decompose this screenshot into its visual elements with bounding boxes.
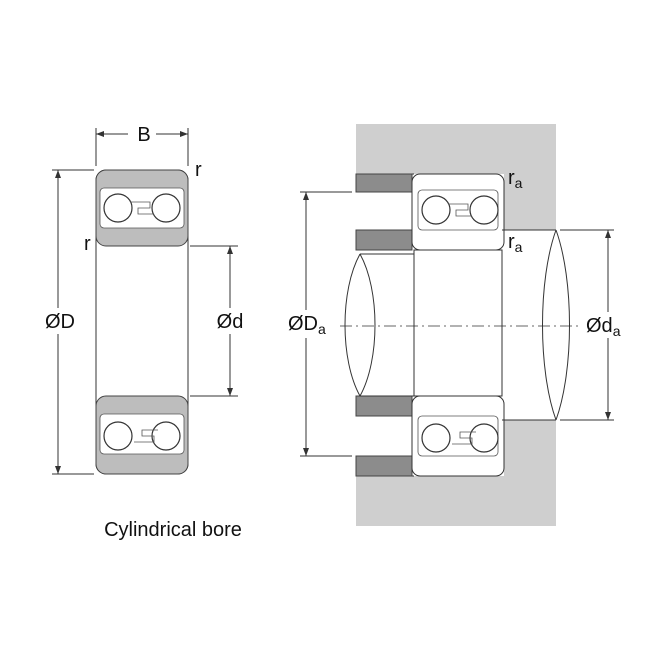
mounted-bearing-bottom — [411, 395, 505, 477]
housing-diameter-dimension: ØDa — [284, 191, 352, 457]
right-mounting-view — [340, 124, 590, 526]
housing-right-top — [504, 124, 556, 230]
ball — [469, 195, 499, 225]
shaft-diameter-dimension: Øda — [560, 229, 636, 421]
shaft-diameter-label: Øda — [586, 315, 621, 339]
top-ring-section — [95, 169, 189, 247]
radius-label-top: r — [195, 159, 202, 181]
width-dimension: B — [95, 122, 189, 166]
spacer-top-outer — [355, 173, 413, 193]
outer-diameter-label: ØD — [45, 311, 75, 333]
fillet-label-top: ra — [508, 167, 523, 191]
ball — [103, 421, 133, 451]
ball — [151, 193, 181, 223]
outer-diameter-dimension: ØD — [38, 169, 94, 475]
bore-diameter-label: Ød — [217, 311, 244, 333]
ball — [421, 423, 451, 453]
mounted-bearing-top — [411, 173, 505, 251]
radius-label-left: r — [84, 233, 91, 255]
ball — [103, 193, 133, 223]
width-label: B — [137, 124, 150, 146]
spacer-bottom-inner — [355, 395, 413, 417]
spacer-bottom-outer — [355, 455, 413, 477]
bore-diameter-dimension: Ød — [190, 245, 252, 397]
housing-diameter-label: ØDa — [288, 313, 326, 337]
bottom-ring-section — [95, 395, 189, 475]
left-bearing-section — [95, 169, 189, 475]
caption: Cylindrical bore — [104, 519, 242, 541]
shaft-body — [413, 249, 503, 397]
shaft-left — [344, 253, 361, 397]
fillet-label-bottom: ra — [508, 231, 523, 255]
ball — [469, 423, 499, 453]
shaft-right — [542, 229, 557, 421]
spacer-top-inner — [355, 229, 413, 251]
ball — [421, 195, 451, 225]
ball — [151, 421, 181, 451]
housing-bottom — [356, 476, 556, 526]
